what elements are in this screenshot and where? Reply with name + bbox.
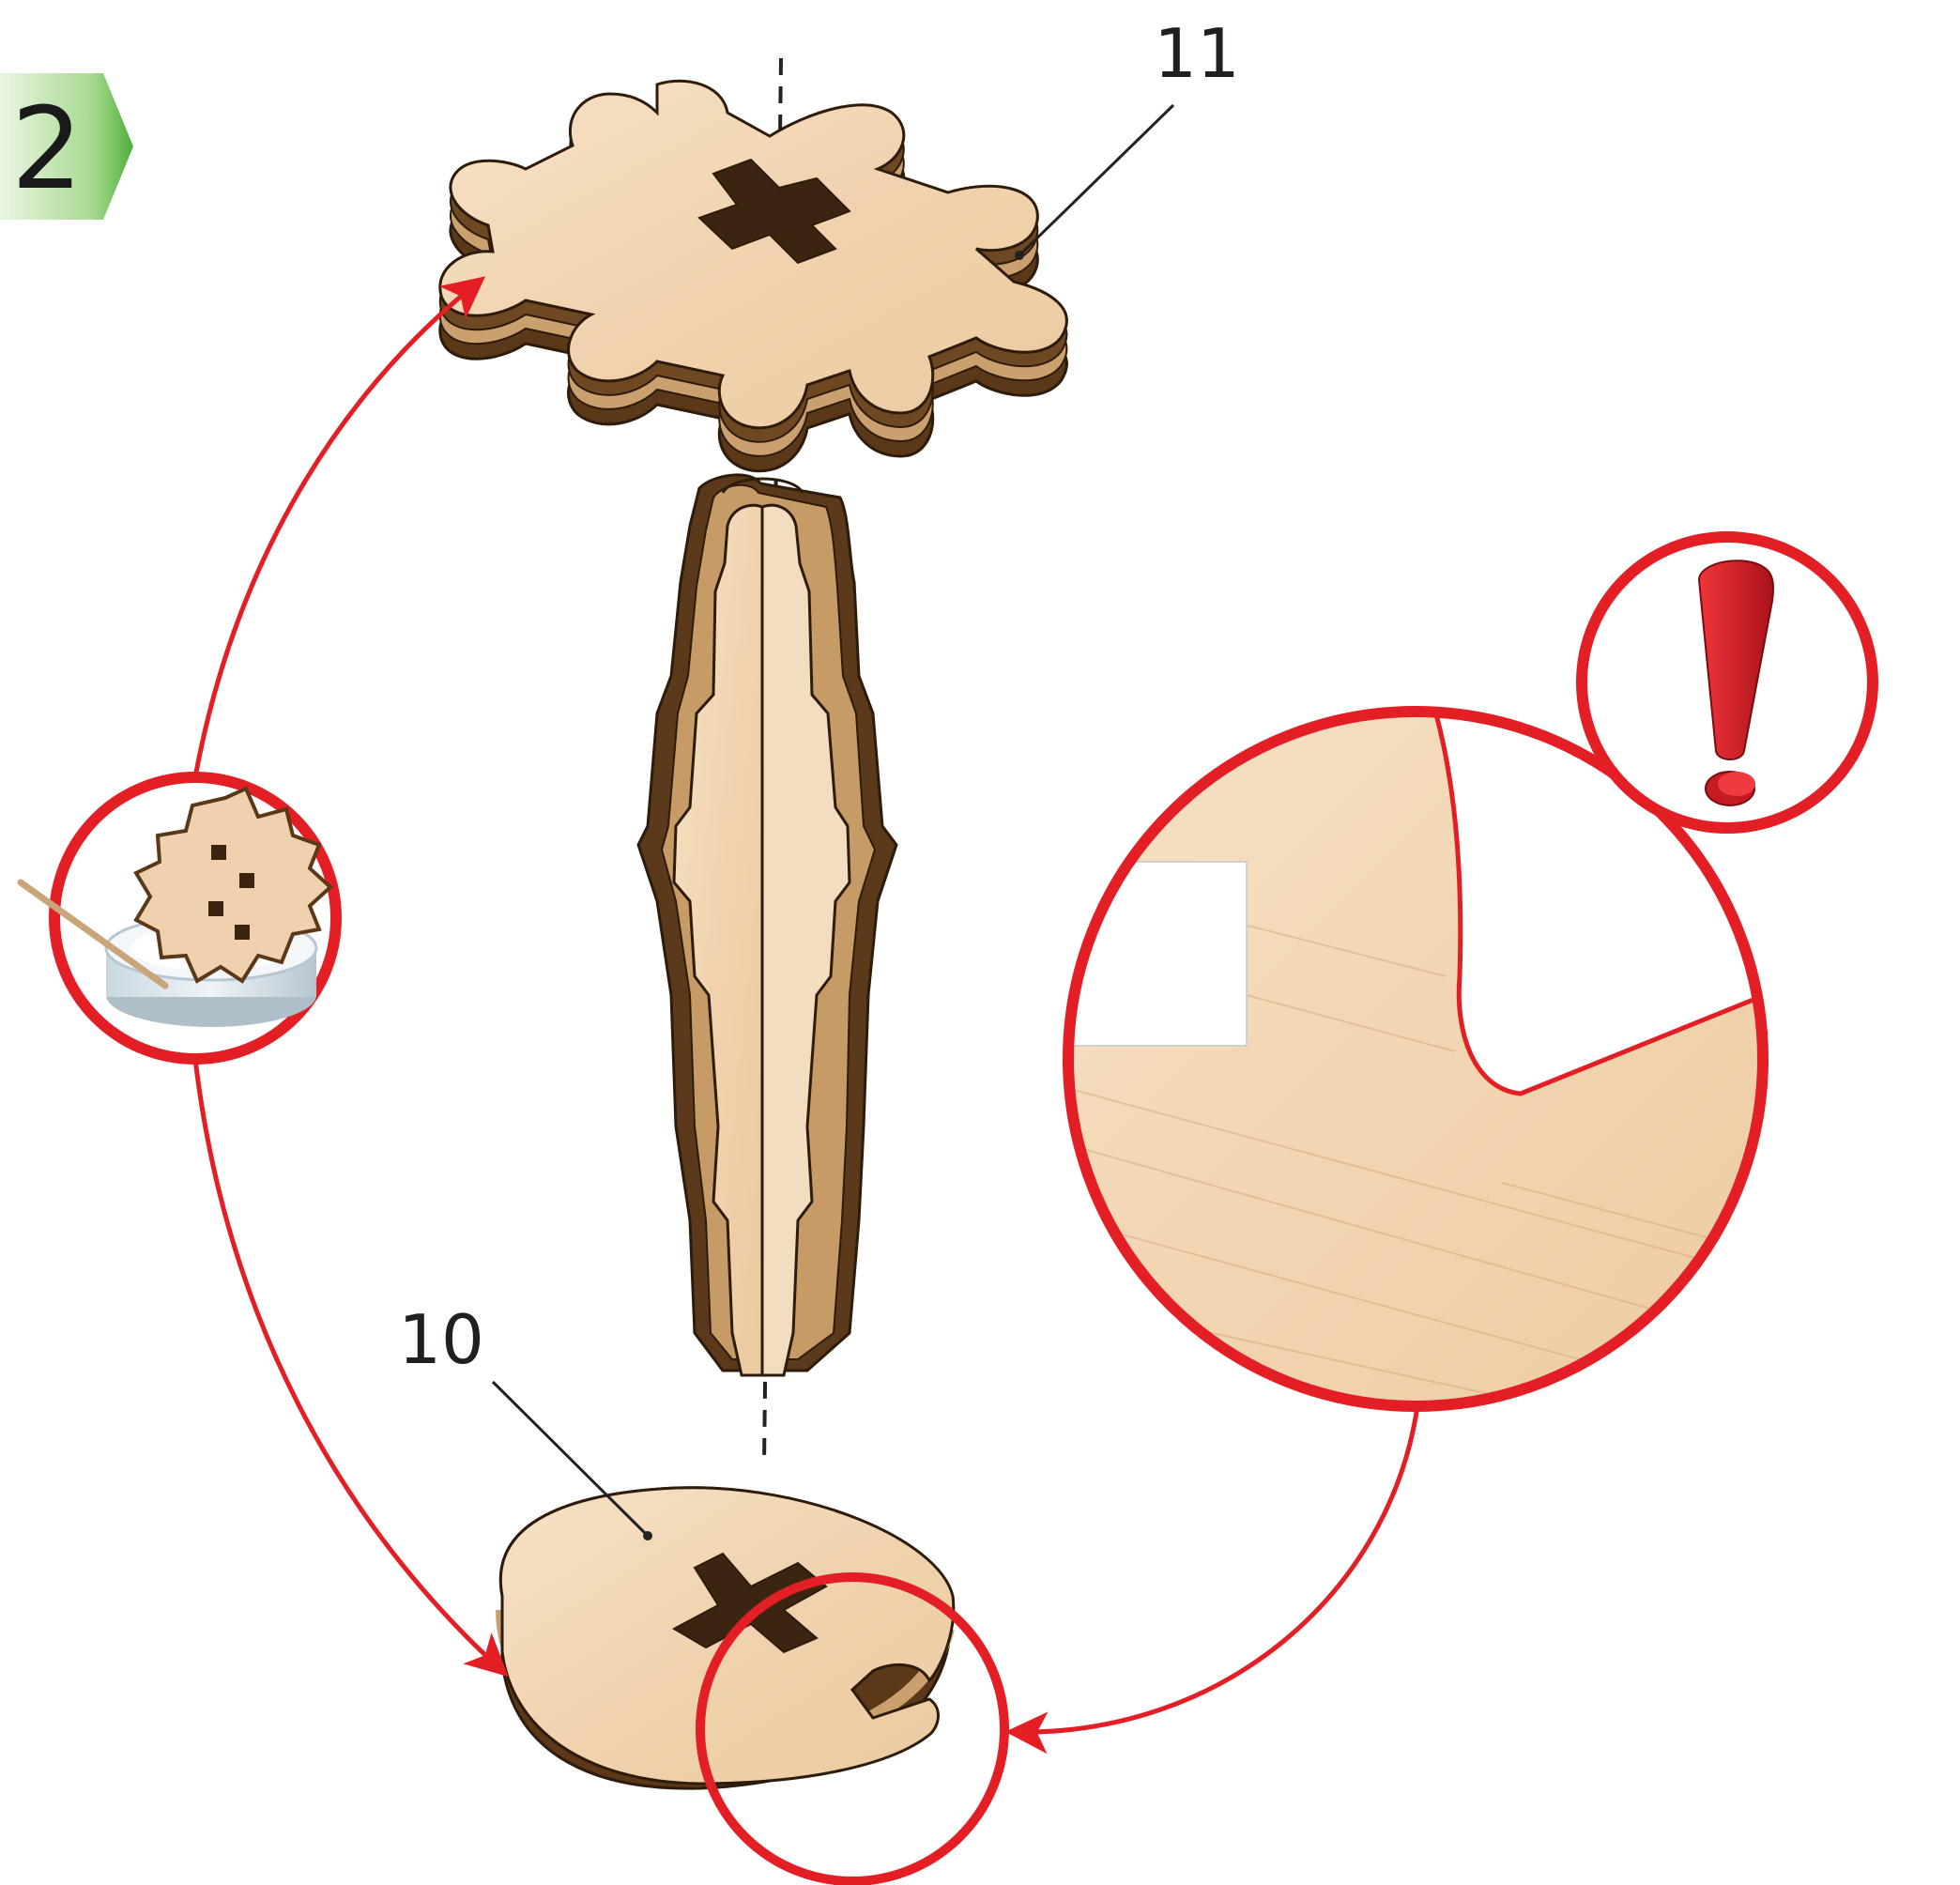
part-label-10: 10 — [398, 1300, 484, 1379]
leader-line-11 — [1019, 105, 1173, 255]
warning-badge — [1582, 537, 1873, 828]
step-number: 2 — [11, 84, 83, 215]
glue-badge — [21, 777, 336, 1059]
part-label-11: 11 — [1154, 14, 1240, 93]
arrow-zoom-to-notch — [1014, 1406, 1417, 1732]
arrow-glue-to-top-piece — [195, 282, 479, 777]
part-column — [638, 475, 896, 1375]
part-11-star-piece — [440, 81, 1067, 471]
step-badge: 2 — [0, 73, 133, 220]
